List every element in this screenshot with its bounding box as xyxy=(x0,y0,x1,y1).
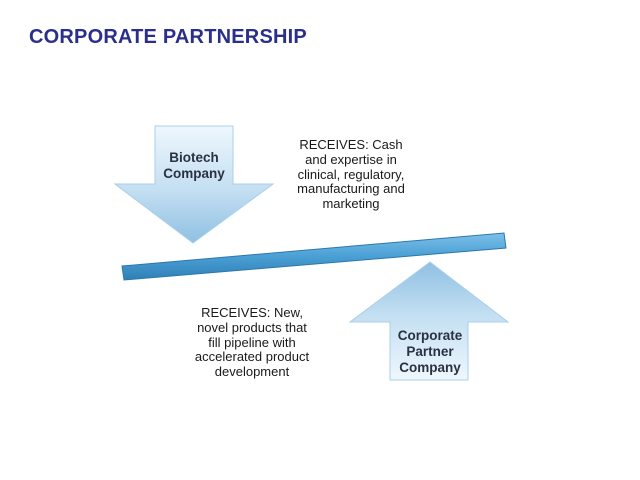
page-title: CORPORATE PARTNERSHIP xyxy=(29,26,307,48)
balance-beam xyxy=(121,232,507,281)
partner-up-arrow: Corporate Partner Company xyxy=(348,261,510,381)
biotech-label-line1: Biotech xyxy=(169,150,219,165)
partner-label-line3: Company xyxy=(399,360,461,375)
biotech-label-line2: Company xyxy=(163,166,225,181)
partner-label-line2: Partner xyxy=(406,344,454,359)
partner-label-line1: Corporate xyxy=(398,328,463,343)
biotech-receives-text: RECEIVES: Cash and expertise in clinical… xyxy=(297,137,405,212)
partner-receives-text: RECEIVES: New, novel products that fill … xyxy=(194,305,310,380)
biotech-down-arrow: Biotech Company xyxy=(113,125,275,244)
